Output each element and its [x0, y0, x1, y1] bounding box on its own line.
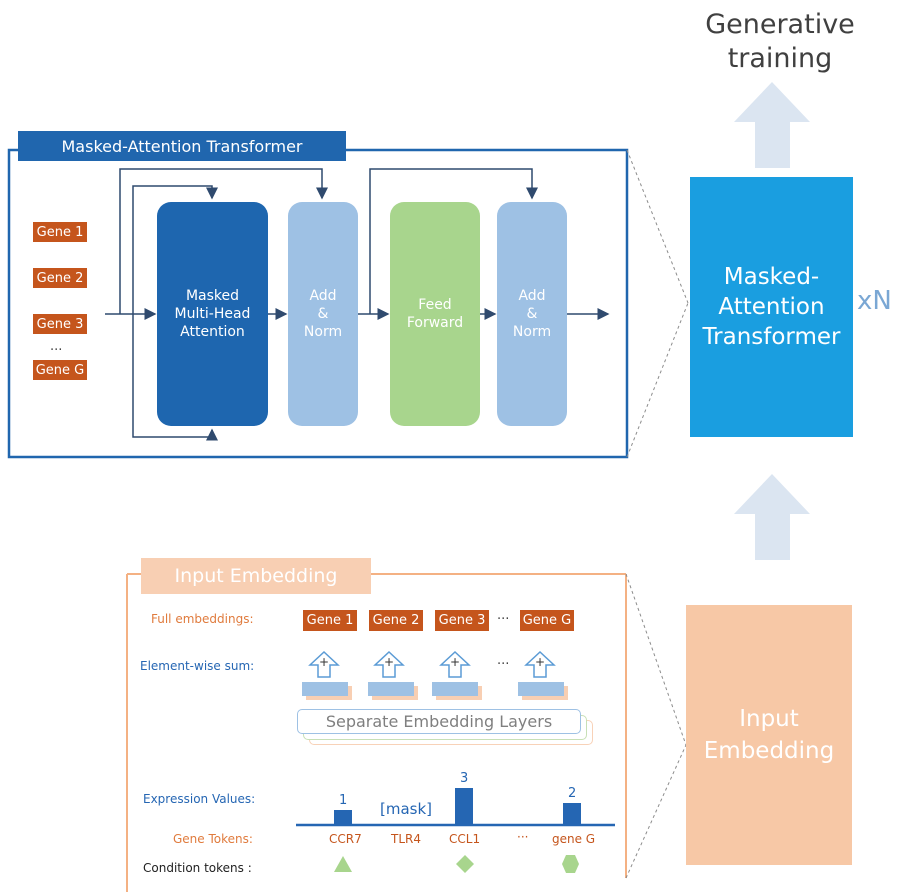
- gene-tokens-label: Gene Tokens:: [173, 832, 253, 846]
- full-gene-2: Gene 2: [369, 610, 423, 631]
- gene-token-geneg: gene G: [552, 832, 596, 846]
- sum-arrow-2: [373, 650, 405, 678]
- gene-tokens-ellipsis: ···: [517, 830, 529, 844]
- sum-arrow-1: [308, 650, 340, 678]
- residual-to-add2: [369, 168, 538, 314]
- zoom-line-ie-bottom: [625, 744, 687, 879]
- separate-embedding-layers: Separate Embedding Layers: [297, 709, 581, 734]
- plus-2: +: [384, 655, 395, 669]
- gene-token-tlr4: TLR4: [391, 832, 421, 846]
- masked-multi-head-attention-block: Masked Multi-Head Attention: [157, 202, 268, 426]
- bar-geneg: [563, 803, 581, 825]
- full-genes-ellipsis: ···: [497, 612, 510, 627]
- full-gene-3: Gene 3: [435, 610, 489, 631]
- repeat-multiplier: xN: [857, 286, 892, 316]
- gene-token-ccl1: CCL1: [449, 832, 481, 846]
- input-embedding-header: Input Embedding: [141, 558, 371, 594]
- full-gene-1: Gene 1: [303, 610, 357, 631]
- add-norm-block-2: Add & Norm: [497, 202, 567, 426]
- zoom-line-top: [626, 149, 689, 304]
- bar-ccl1: [455, 788, 473, 825]
- loop-mha-bottom: [132, 314, 218, 441]
- condition-tokens-label: Condition tokens :: [143, 861, 252, 875]
- add-norm-block-1: Add & Norm: [288, 202, 358, 426]
- gene-tag-1: Gene 1: [33, 222, 87, 242]
- expression-value-mask: [mask]: [380, 800, 433, 818]
- embedding-stack-3: [432, 682, 482, 700]
- plus-3: +: [450, 655, 461, 669]
- embedding-stack-1: [302, 682, 352, 700]
- expression-value-geneg: 2: [568, 786, 577, 801]
- condition-triangle: [334, 856, 352, 872]
- full-gene-g: Gene G: [520, 610, 574, 631]
- gene-token-ccr7: CCR7: [329, 832, 362, 846]
- condition-hexagon: [562, 855, 579, 873]
- full-embeddings-label: Full embeddings:: [151, 612, 254, 626]
- transformer-block: Masked- Attention Transformer: [690, 177, 853, 437]
- sum-ellipsis: ···: [497, 657, 510, 672]
- element-wise-sum-label: Element-wise sum:: [140, 659, 255, 673]
- residual-to-add1: [119, 168, 328, 314]
- plus-4: +: [535, 655, 546, 669]
- generative-training-label: Generative training: [705, 9, 855, 74]
- embedding-stack-4: [518, 682, 568, 700]
- arrow-up-generative: [734, 82, 810, 168]
- loop-mha-top: [132, 185, 218, 314]
- arrow-up-transformer: [734, 474, 810, 560]
- condition-diamond: [456, 855, 474, 873]
- zoom-line-bottom: [626, 302, 689, 458]
- expression-values-label: Expression Values:: [143, 792, 256, 806]
- input-embedding-block: Input Embedding: [686, 605, 852, 865]
- sum-arrow-3: [439, 650, 471, 678]
- mat-header: Masked-Attention Transformer: [18, 131, 346, 161]
- gene-tag-3: Gene 3: [33, 314, 87, 334]
- expression-value-ccl1: 3: [460, 771, 469, 786]
- gene-tag-2: Gene 2: [33, 268, 87, 288]
- embedding-stack-2: [368, 682, 418, 700]
- gene-ellipsis: ...: [50, 339, 63, 354]
- sum-arrow-4: [524, 650, 556, 678]
- gene-tag-g: Gene G: [33, 360, 87, 380]
- feed-forward-block: Feed Forward: [390, 202, 480, 426]
- bar-ccr7: [334, 810, 352, 825]
- plus-1: +: [319, 655, 330, 669]
- zoom-line-ie-top: [625, 573, 687, 746]
- expression-value-ccr7: 1: [339, 793, 348, 808]
